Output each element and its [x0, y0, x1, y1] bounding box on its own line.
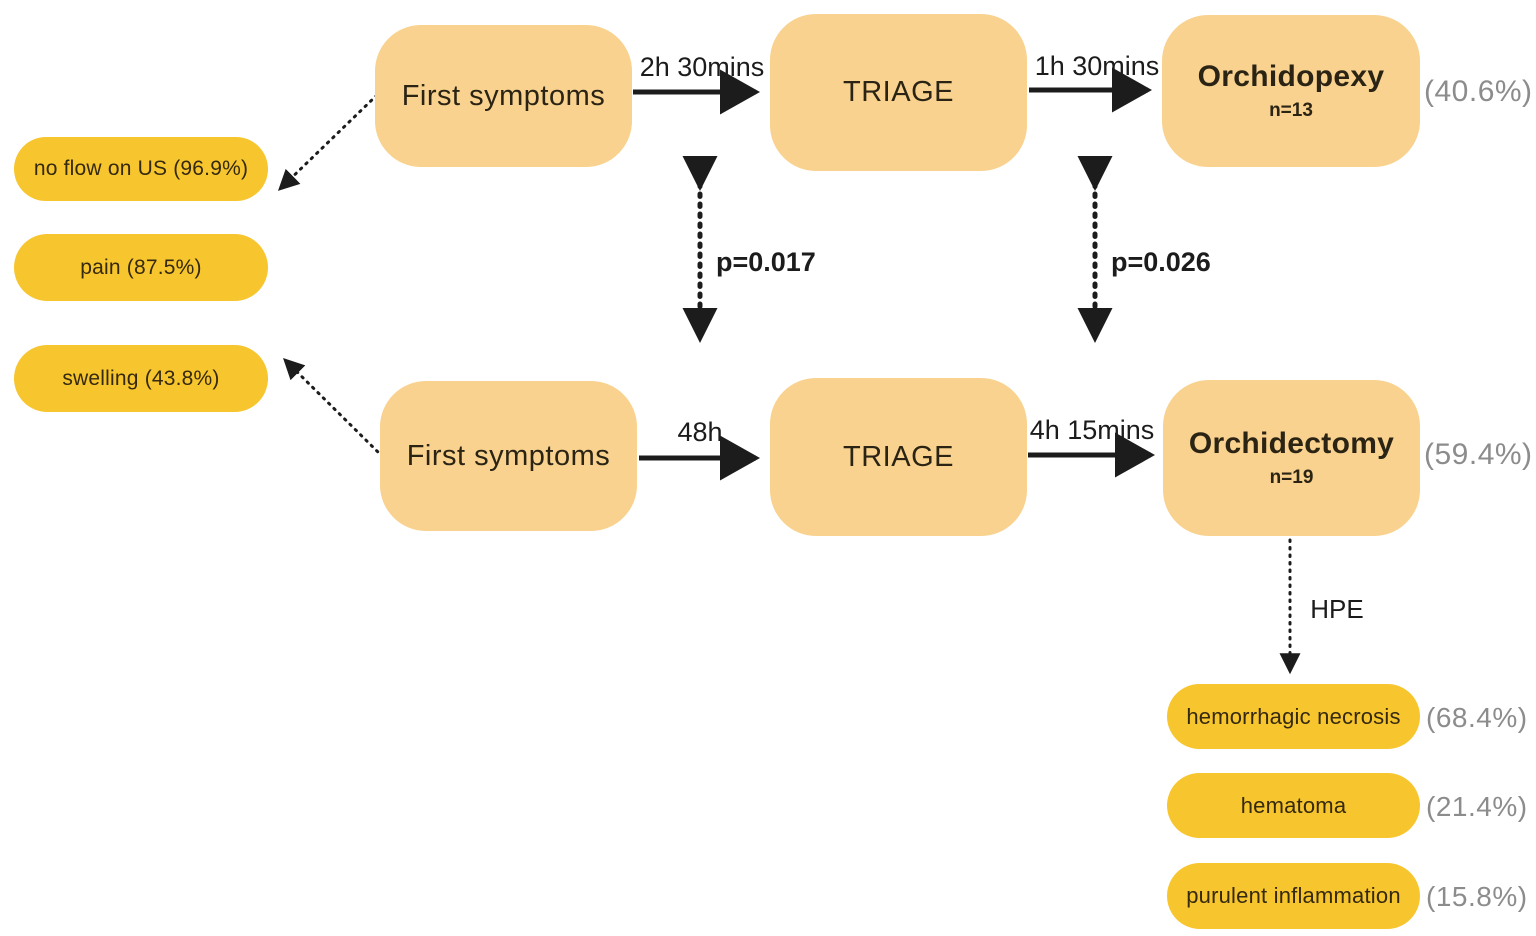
- triage-bottom-label: TRIAGE: [843, 440, 954, 473]
- arrow-fs-bottom-to-symptoms: [283, 358, 385, 459]
- p-value-time-to-triage: p=0.017: [716, 247, 816, 277]
- hpe-pill-purulent-inflammation: purulent inflammation: [1167, 863, 1420, 929]
- symptom-pill-no-flow-us: no flow on US (96.9%): [14, 137, 268, 201]
- hpe-hemorrhagic-necrosis-label: hemorrhagic necrosis: [1186, 703, 1401, 729]
- time-label-symptoms-to-triage-top: 2h 30mins: [639, 52, 765, 82]
- hpe-purulent-inflammation-label: purulent inflammation: [1186, 883, 1401, 908]
- hpe-pill-hematoma: hematoma: [1167, 773, 1420, 838]
- time-label-symptoms-to-triage-bottom: 48h: [677, 417, 723, 447]
- arrow-fs-top-to-symptoms: [277, 93, 379, 191]
- symptom-pill-swelling: swelling (43.8%): [14, 345, 268, 412]
- orchidopexy-label: Orchidopexy: [1197, 60, 1385, 93]
- first-symptoms-bottom-box: First symptoms: [380, 381, 637, 531]
- orchidectomy-label: Orchidectomy: [1188, 427, 1395, 460]
- hematoma-percent: (21.4%): [1426, 791, 1528, 822]
- symptom-pain-label: pain (87.5%): [80, 255, 202, 279]
- first-symptoms-top-label: First symptoms: [401, 79, 606, 112]
- orchidopexy-n-label: n=13: [1269, 100, 1313, 121]
- triage-top-label: TRIAGE: [843, 76, 954, 108]
- purulent-inflammation-percent: (15.8%): [1426, 881, 1528, 912]
- triage-top-box: TRIAGE: [770, 14, 1027, 171]
- triage-bottom-box: TRIAGE: [770, 378, 1027, 536]
- symptom-swelling-label: swelling (43.8%): [62, 366, 220, 390]
- hpe-pill-hemorrhagic-necrosis: hemorrhagic necrosis: [1167, 684, 1420, 749]
- time-label-triage-to-orchidopexy: 1h 30mins: [1034, 51, 1160, 81]
- orchidectomy-percent: (59.4%): [1424, 438, 1533, 471]
- orchidectomy-n-label: n=19: [1269, 467, 1314, 488]
- orchidectomy-box: Orchidectomy n=19: [1163, 380, 1420, 536]
- symptom-no-flow-label: no flow on US (96.9%): [33, 157, 249, 180]
- orchidopexy-box: Orchidopexy n=13: [1162, 15, 1420, 167]
- hpe-hematoma-label: hematoma: [1240, 792, 1347, 818]
- hemorrhagic-necrosis-percent: (68.4%): [1426, 702, 1528, 733]
- first-symptoms-top-box: First symptoms: [375, 25, 632, 167]
- time-label-triage-to-orchidectomy: 4h 15mins: [1029, 415, 1155, 445]
- p-value-time-to-surgery: p=0.026: [1111, 247, 1211, 277]
- hpe-arrow-label: HPE: [1310, 594, 1364, 624]
- first-symptoms-bottom-label: First symptoms: [406, 439, 611, 472]
- orchidopexy-percent: (40.6%): [1424, 75, 1533, 108]
- symptom-pill-pain: pain (87.5%): [14, 234, 268, 301]
